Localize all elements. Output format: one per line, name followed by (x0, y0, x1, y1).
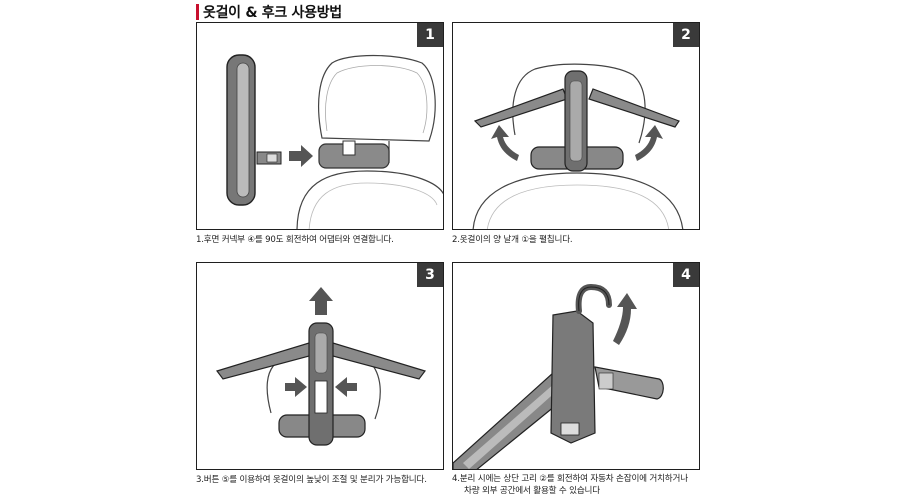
detached-hanger-illustration (453, 283, 664, 469)
hanger-side-illustration (226, 54, 282, 206)
step-1-illustration (226, 54, 443, 229)
page-heading: 옷걸이 & 후크 사용방법 (196, 2, 342, 22)
right-arrow-icon (289, 145, 313, 167)
step-2-caption: 2.옷걸이의 양 날개 ①을 펼칩니다. (452, 235, 573, 245)
heading-accent-bar (196, 4, 199, 20)
step-2-panel: 2 (452, 22, 700, 230)
heading-text: 옷걸이 & 후크 사용방법 (203, 5, 342, 21)
right-arrow-icon (285, 377, 307, 397)
hanger-illustration (216, 322, 426, 446)
step-4-illustration (453, 283, 664, 469)
step-3-illustration (216, 287, 426, 446)
step-3-panel: 3 (196, 262, 444, 470)
headrest-illustration (296, 54, 443, 229)
curved-arrow-icon (491, 125, 519, 161)
step-4-caption-line-1: 4.분리 시에는 상단 고리 ②를 회전하여 자동차 손잡이에 거치하거나 (452, 474, 688, 484)
left-arrow-icon (335, 377, 357, 397)
step-2-illustration (472, 63, 684, 229)
step-1-panel: 1 (196, 22, 444, 230)
step-4-badge: 4 (673, 263, 699, 287)
step-1-caption: 1.후면 커넥부 ④를 90도 회전하여 어댑터와 연결합니다. (196, 235, 394, 245)
up-arrow-icon (309, 287, 333, 315)
step-2-badge: 2 (673, 23, 699, 47)
step-4-caption-line-2: 차량 외부 공간에서 활용할 수 있습니다 (464, 486, 600, 496)
step-3-caption: 3.버튼 ⑤를 이용하여 옷걸이의 높낮이 조절 및 분리가 가능합니다. (196, 475, 427, 485)
adapter-illustration (318, 140, 390, 169)
step-3-badge: 3 (417, 263, 443, 287)
step-1-badge: 1 (417, 23, 443, 47)
curved-arrow-icon (635, 125, 663, 161)
curved-arrow-icon (613, 293, 637, 345)
step-4-panel: 4 (452, 262, 700, 470)
hanger-illustration (473, 70, 680, 172)
